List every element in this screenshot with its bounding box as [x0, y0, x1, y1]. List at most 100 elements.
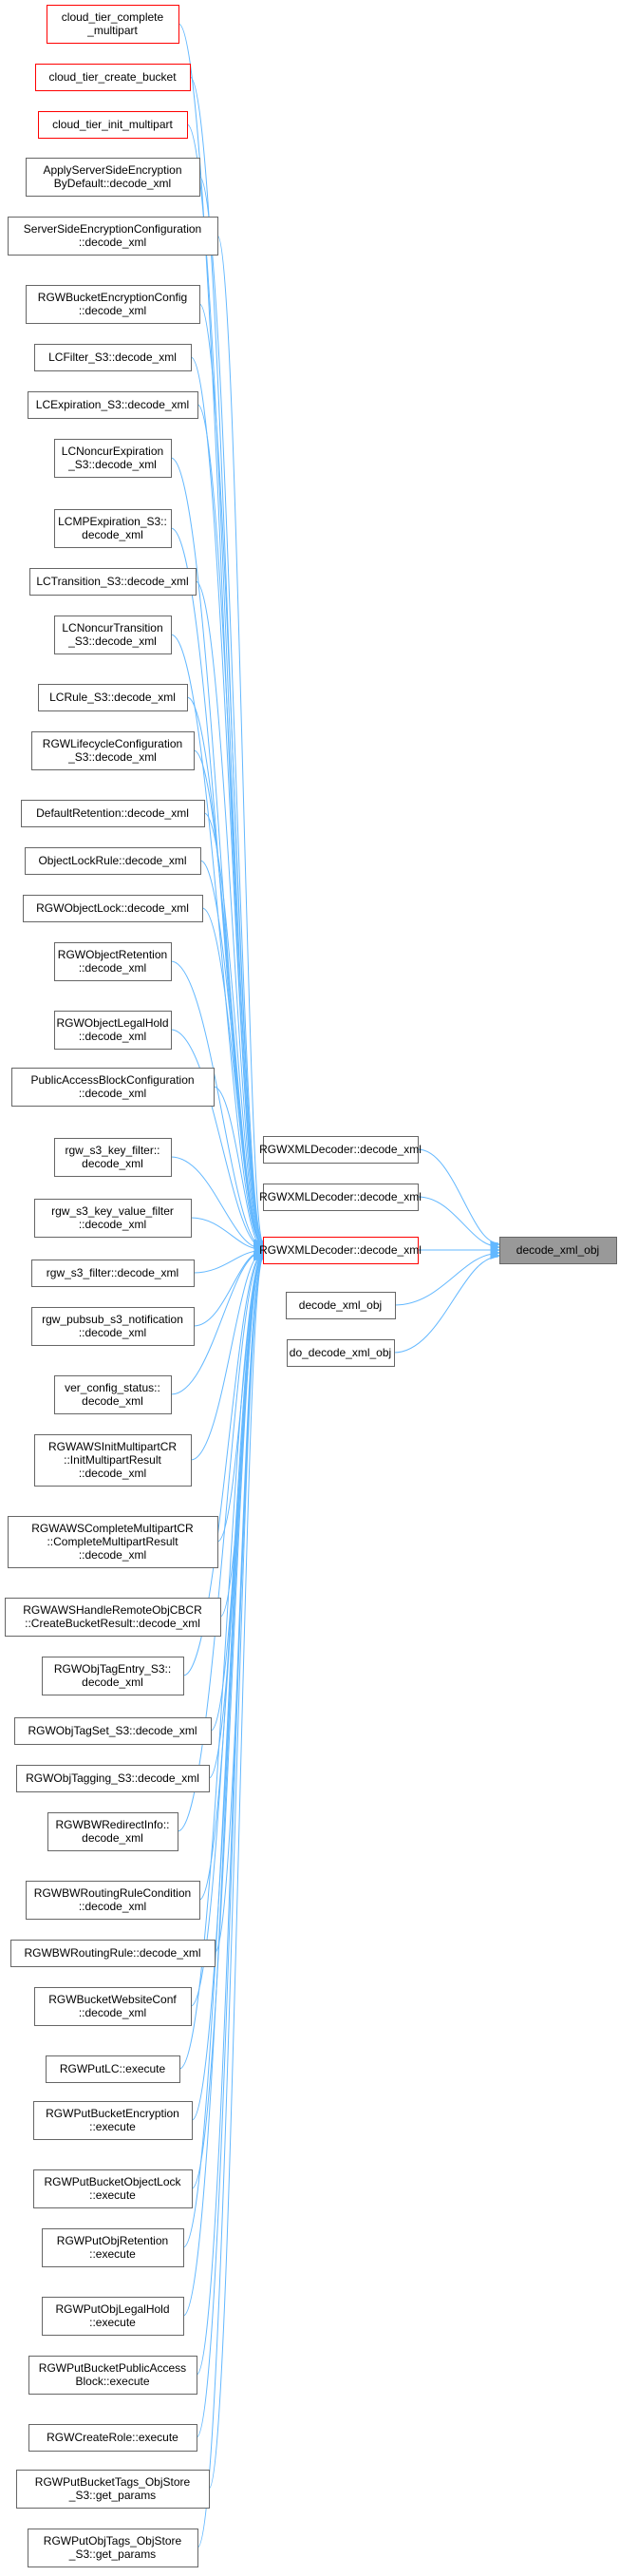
- caller-node-20-label-1: decode_xml: [82, 1157, 143, 1170]
- caller-node-35[interactable]: RGWPutLC::execute: [46, 2055, 180, 2083]
- caller-node-13-label-1: _S3::decode_xml: [67, 750, 157, 764]
- caller-node-31[interactable]: RGWBWRedirectInfo::decode_xml: [47, 1812, 178, 1851]
- caller-node-4-label-1: ::decode_xml: [79, 236, 146, 249]
- caller-node-13[interactable]: RGWLifecycleConfiguration_S3::decode_xml: [31, 731, 195, 770]
- caller-node-39-label-0: RGWPutObjLegalHold: [55, 2302, 169, 2316]
- caller-node-43-label-0: RGWPutObjTags_ObjStore: [44, 2534, 182, 2548]
- caller-node-37[interactable]: RGWPutBucketObjectLock::execute: [33, 2169, 193, 2208]
- caller-node-35-label-0: RGWPutLC::execute: [60, 2062, 166, 2075]
- caller-node-6[interactable]: LCFilter_S3::decode_xml: [34, 344, 192, 371]
- caller-node-26-label-1: ::CompleteMultipartResult: [47, 1535, 178, 1548]
- middle-node-m2-label-0: RGWXMLDecoder::decode_xml: [259, 1243, 422, 1257]
- middle-node-m3[interactable]: decode_xml_obj: [286, 1292, 396, 1319]
- caller-node-12-label-0: LCRule_S3::decode_xml: [49, 691, 176, 704]
- caller-node-1-label-0: cloud_tier_create_bucket: [48, 70, 177, 84]
- caller-node-21[interactable]: rgw_s3_key_value_filter::decode_xml: [34, 1199, 192, 1238]
- caller-node-19[interactable]: PublicAccessBlockConfiguration::decode_x…: [11, 1068, 215, 1107]
- caller-node-0[interactable]: cloud_tier_complete_multipart: [47, 5, 179, 44]
- caller-node-34-label-1: ::decode_xml: [79, 2006, 146, 2019]
- caller-node-9-label-1: decode_xml: [82, 528, 143, 541]
- caller-node-41[interactable]: RGWCreateRole::execute: [28, 2424, 197, 2452]
- caller-node-2[interactable]: cloud_tier_init_multipart: [38, 111, 188, 139]
- caller-node-31-label-0: RGWBWRedirectInfo::: [55, 1818, 169, 1831]
- caller-node-11[interactable]: LCNoncurTransition_S3::decode_xml: [54, 616, 172, 654]
- caller-node-28-label-1: decode_xml: [82, 1676, 143, 1689]
- caller-node-18[interactable]: RGWObjectLegalHold::decode_xml: [54, 1011, 172, 1050]
- caller-node-26-label-0: RGWAWSCompleteMultipartCR: [31, 1522, 194, 1535]
- caller-node-0-label-1: _multipart: [86, 24, 138, 37]
- caller-node-10[interactable]: LCTransition_S3::decode_xml: [29, 568, 197, 596]
- caller-node-26[interactable]: RGWAWSCompleteMultipartCR::CompleteMulti…: [8, 1516, 218, 1568]
- caller-node-27[interactable]: RGWAWSHandleRemoteObjCBCR::CreateBucketR…: [5, 1598, 221, 1637]
- caller-node-13-label-0: RGWLifecycleConfiguration: [43, 737, 182, 750]
- caller-node-5[interactable]: RGWBucketEncryptionConfig::decode_xml: [26, 285, 200, 324]
- caller-node-17[interactable]: RGWObjectRetention::decode_xml: [54, 942, 172, 981]
- caller-node-30[interactable]: RGWObjTagging_S3::decode_xml: [16, 1765, 210, 1792]
- caller-node-12[interactable]: LCRule_S3::decode_xml: [38, 684, 188, 711]
- caller-node-34[interactable]: RGWBucketWebsiteConf::decode_xml: [34, 1987, 192, 2026]
- caller-node-32-label-1: ::decode_xml: [79, 1900, 146, 1913]
- caller-node-42[interactable]: RGWPutBucketTags_ObjStore_S3::get_params: [16, 2470, 210, 2509]
- caller-node-34-label-0: RGWBucketWebsiteConf: [48, 1993, 177, 2006]
- caller-node-6-label-0: LCFilter_S3::decode_xml: [48, 350, 177, 364]
- caller-node-38-label-0: RGWPutObjRetention: [57, 2234, 168, 2247]
- caller-node-23[interactable]: rgw_pubsub_s3_notification::decode_xml: [31, 1307, 195, 1346]
- target-node-decode-xml-obj[interactable]: decode_xml_obj: [499, 1237, 617, 1264]
- caller-node-7-label-0: LCExpiration_S3::decode_xml: [36, 398, 189, 411]
- caller-node-4-label-0: ServerSideEncryptionConfiguration: [24, 222, 201, 236]
- caller-node-24[interactable]: ver_config_status::decode_xml: [54, 1375, 172, 1414]
- middle-node-m2[interactable]: RGWXMLDecoder::decode_xml: [259, 1237, 422, 1264]
- caller-node-8-label-1: _S3::decode_xml: [67, 458, 157, 471]
- caller-node-3[interactable]: ApplyServerSideEncryptionByDefault::deco…: [26, 158, 200, 197]
- caller-node-7[interactable]: LCExpiration_S3::decode_xml: [28, 391, 198, 419]
- caller-node-37-label-1: ::execute: [89, 2188, 136, 2202]
- caller-node-29-label-0: RGWObjTagSet_S3::decode_xml: [28, 1724, 197, 1737]
- caller-node-39-label-1: ::execute: [89, 2316, 136, 2329]
- caller-node-16[interactable]: RGWObjectLock::decode_xml: [23, 895, 203, 922]
- edges-layer: [170, 23, 501, 2548]
- nodes-layer: cloud_tier_complete_multipart cloud_tier_…: [5, 5, 617, 2567]
- caller-node-28[interactable]: RGWObjTagEntry_S3::decode_xml: [42, 1657, 184, 1695]
- caller-node-25[interactable]: RGWAWSInitMultipartCR::InitMultipartResu…: [34, 1434, 192, 1487]
- caller-node-24-label-1: decode_xml: [82, 1394, 143, 1408]
- caller-node-22[interactable]: rgw_s3_filter::decode_xml: [31, 1260, 195, 1287]
- caller-node-43[interactable]: RGWPutObjTags_ObjStore_S3::get_params: [28, 2529, 198, 2567]
- caller-node-9-label-0: LCMPExpiration_S3::: [58, 515, 167, 528]
- middle-node-m0[interactable]: RGWXMLDecoder::decode_xml: [259, 1136, 422, 1164]
- caller-node-33[interactable]: RGWBWRoutingRule::decode_xml: [10, 1940, 216, 1967]
- caller-node-38[interactable]: RGWPutObjRetention::execute: [42, 2228, 184, 2267]
- middle-node-m4-label-0: do_decode_xml_obj: [290, 1346, 391, 1359]
- edge-caller-4: [216, 235, 265, 1249]
- caller-node-25-label-2: ::decode_xml: [79, 1467, 146, 1480]
- edge-caller-40: [196, 1251, 265, 2376]
- caller-node-39[interactable]: RGWPutObjLegalHold::execute: [42, 2297, 184, 2336]
- middle-node-m1[interactable]: RGWXMLDecoder::decode_xml: [259, 1184, 422, 1211]
- caller-node-36[interactable]: RGWPutBucketEncryption::execute: [33, 2101, 193, 2140]
- edge-middle-1: [417, 1196, 501, 1252]
- caller-node-43-label-1: _S3::get_params: [68, 2548, 156, 2561]
- caller-node-3-label-0: ApplyServerSideEncryption: [43, 163, 181, 177]
- caller-node-8[interactable]: LCNoncurExpiration_S3::decode_xml: [54, 439, 172, 478]
- caller-node-21-label-1: ::decode_xml: [79, 1218, 146, 1231]
- caller-node-5-label-0: RGWBucketEncryptionConfig: [38, 291, 187, 304]
- edge-caller-43: [197, 1253, 265, 2548]
- caller-node-15[interactable]: ObjectLockRule::decode_xml: [25, 847, 201, 875]
- edge-middle-2: [418, 1245, 501, 1255]
- caller-node-27-label-1: ::CreateBucketResult::decode_xml: [25, 1617, 200, 1630]
- caller-node-29[interactable]: RGWObjTagSet_S3::decode_xml: [14, 1717, 212, 1745]
- caller-node-4[interactable]: ServerSideEncryptionConfiguration::decod…: [8, 217, 218, 256]
- caller-node-32[interactable]: RGWBWRoutingRuleCondition::decode_xml: [26, 1881, 200, 1920]
- caller-node-26-label-2: ::decode_xml: [79, 1548, 146, 1562]
- caller-node-20[interactable]: rgw_s3_key_filter::decode_xml: [54, 1138, 172, 1177]
- middle-node-m0-label-0: RGWXMLDecoder::decode_xml: [259, 1143, 422, 1156]
- middle-node-m4[interactable]: do_decode_xml_obj: [287, 1339, 395, 1367]
- edge-middle-4: [393, 1251, 501, 1354]
- caller-node-1[interactable]: cloud_tier_create_bucket: [35, 64, 191, 91]
- caller-node-14-label-0: DefaultRetention::decode_xml: [36, 806, 189, 820]
- caller-node-14[interactable]: DefaultRetention::decode_xml: [21, 800, 205, 827]
- caller-node-9[interactable]: LCMPExpiration_S3::decode_xml: [54, 509, 172, 548]
- caller-node-22-label-0: rgw_s3_filter::decode_xml: [47, 1266, 178, 1279]
- caller-node-38-label-1: ::execute: [89, 2247, 136, 2261]
